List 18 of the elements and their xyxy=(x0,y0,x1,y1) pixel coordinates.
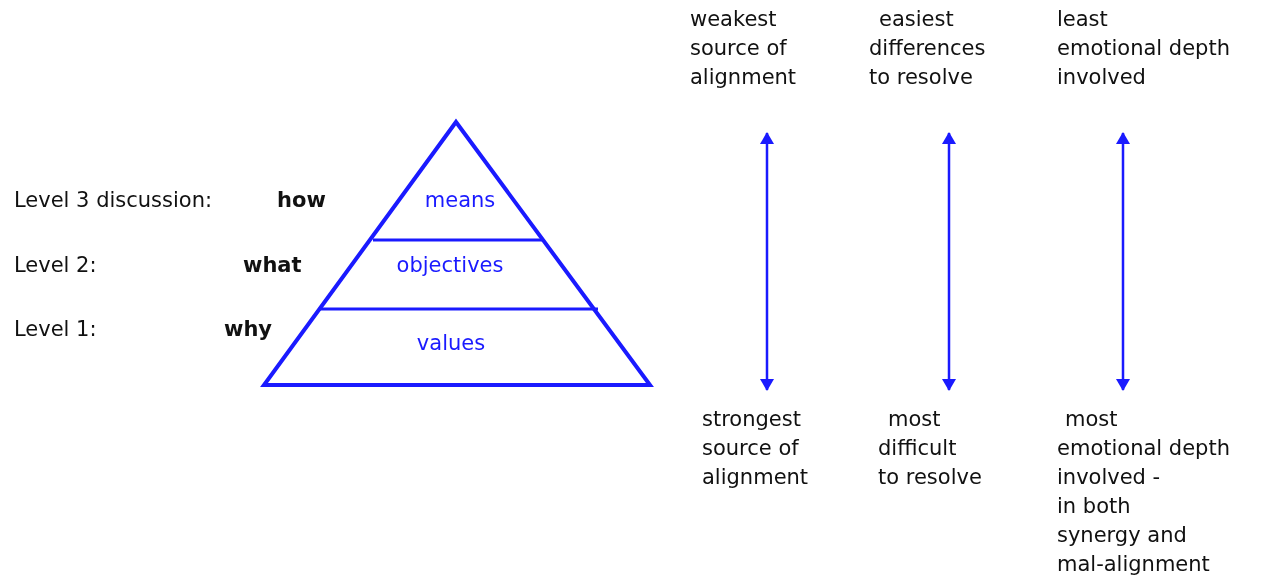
question-word: why xyxy=(224,316,273,343)
scale-end-text: strongest source of alignment xyxy=(702,405,809,492)
scale-end-text: easiest differences to resolve xyxy=(869,5,986,92)
pyramid-level-text: means xyxy=(424,186,496,215)
scale-end-text: most emotional depth involved - in both synergy and mal-alignment xyxy=(1057,405,1230,579)
double-arrow xyxy=(1116,132,1130,391)
scale-end-text: weakest source of alignment xyxy=(690,5,797,92)
question-word: what xyxy=(243,252,302,279)
scale-end-text: least emotional depth involved xyxy=(1057,5,1230,92)
level-label: Level 2: xyxy=(14,252,97,279)
question-word: how xyxy=(277,187,326,214)
pyramid-level-text: values xyxy=(416,329,486,358)
double-arrow xyxy=(942,132,956,391)
pyramid-level-text: objectives xyxy=(396,251,504,280)
level-label: Level 1: xyxy=(14,316,97,343)
level-label: Level 3 discussion: xyxy=(14,187,213,214)
scale-end-text: most difficult to resolve xyxy=(878,405,982,492)
double-arrow xyxy=(760,132,774,391)
